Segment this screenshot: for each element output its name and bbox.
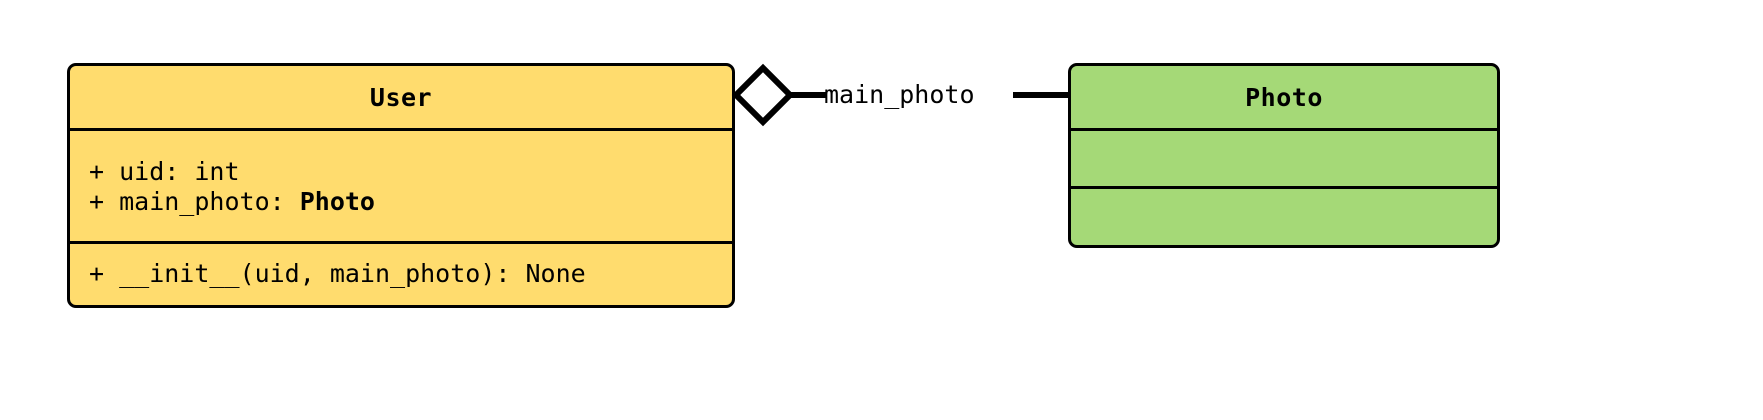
uml-class-user[interactable]: User + uid: int + main_photo: Photo + __… xyxy=(67,63,735,308)
uml-attribute-main-photo-type: Photo xyxy=(299,187,375,216)
uml-attribute-uid: + uid: int xyxy=(89,156,240,186)
uml-class-user-attributes-compartment: + uid: int + main_photo: Photo xyxy=(70,128,732,241)
uml-class-photo-attributes-compartment xyxy=(1071,128,1497,186)
uml-attribute-main-photo-prefix: + main_photo: xyxy=(89,187,300,216)
uml-class-user-title-compartment: User xyxy=(70,66,732,128)
uml-class-user-name: User xyxy=(369,82,433,112)
uml-class-photo-name: Photo xyxy=(1245,82,1323,112)
uml-class-photo[interactable]: Photo xyxy=(1068,63,1500,248)
aggregation-edge-label: main_photo xyxy=(824,80,975,109)
uml-attribute-main-photo: + main_photo: Photo xyxy=(70,187,732,218)
uml-class-photo-methods-compartment xyxy=(1071,186,1497,245)
uml-class-photo-title-compartment: Photo xyxy=(1071,66,1497,128)
uml-class-user-methods-compartment: + __init__(uid, main_photo): None xyxy=(70,241,732,305)
aggregation-diamond-icon xyxy=(731,63,795,127)
uml-method-init: + __init__(uid, main_photo): None xyxy=(89,259,586,289)
aggregation-edge-user-photo xyxy=(731,63,1071,127)
